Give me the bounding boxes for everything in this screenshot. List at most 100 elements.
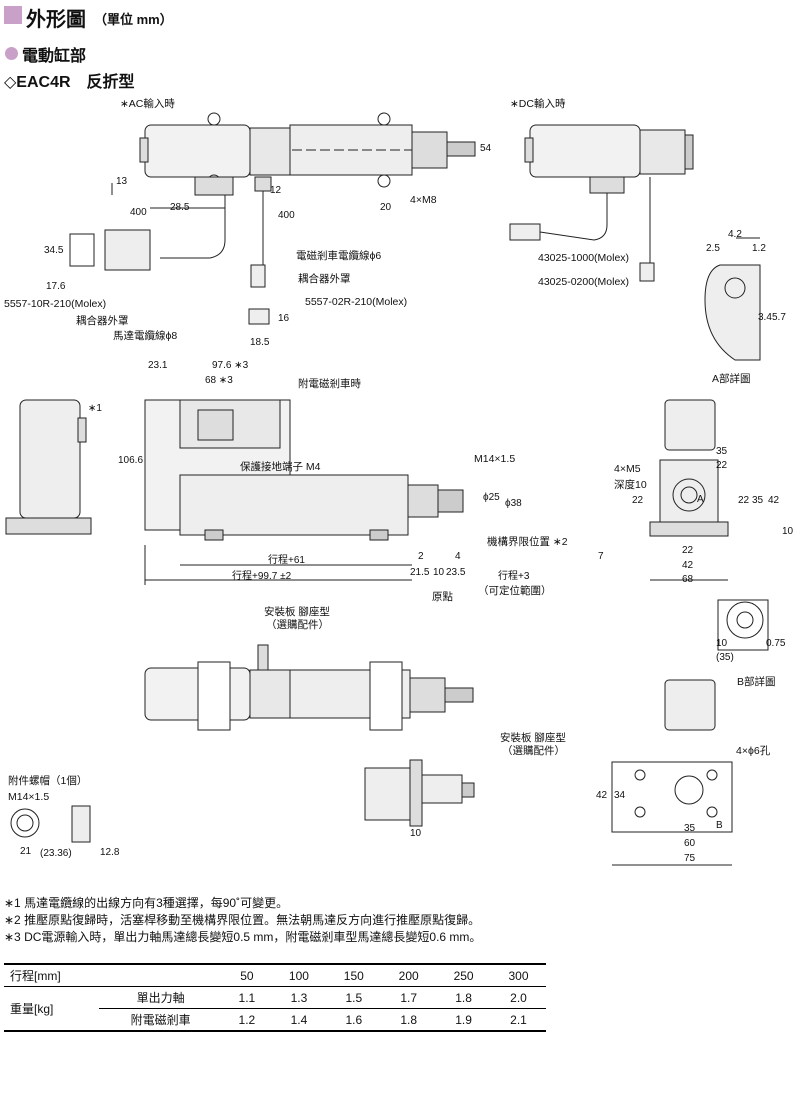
dim-25: ϕ25 — [483, 492, 500, 503]
unit-label: （單位 mm） — [94, 12, 173, 27]
end-view — [649, 399, 729, 581]
table-cell: 1.9 — [436, 1008, 492, 1032]
table-cell: 1.8 — [436, 986, 492, 1009]
dim-21-5: 21.5 — [410, 567, 430, 578]
a-detail-view — [704, 237, 761, 361]
table-cell: 1.3 — [271, 986, 327, 1009]
mark-1: ∗1 — [88, 403, 102, 414]
dim-22d: 22 — [682, 545, 694, 556]
table-row-label: 單出力軸 — [98, 986, 223, 1009]
dim-68s: 68 ∗3 — [205, 375, 233, 386]
table-cell: 1.8 — [381, 1008, 437, 1032]
note-3: ∗3 DC電源輸入時，單出力軸馬達總長變短0.5 mm，附電磁剎車型馬達總長變短… — [4, 930, 482, 944]
table-cell: 2.0 — [491, 986, 546, 1009]
dim-97-6: 97.6 ∗3 — [212, 360, 249, 371]
brake-cable-label: 電磁剎車電纜線ϕ6 — [296, 250, 382, 262]
mount-plate-1b-label: （選購配件） — [266, 619, 329, 631]
dim-10b: 10 — [782, 526, 794, 537]
dim-12: 12 — [270, 185, 282, 196]
mount-plate-front — [611, 679, 733, 866]
dim-35a: 35 — [716, 446, 728, 457]
coupler-cover-label: 耦合器外罩 — [76, 315, 129, 327]
m14-label: M14×1.5 — [474, 453, 516, 465]
dim-10c: 10 — [716, 638, 728, 649]
dim-106-6: 106.6 — [118, 455, 144, 466]
table-header-row: 行程[mm] 50 100 150 200 250 300 — [4, 963, 546, 987]
motor-cable-label: 馬達電纜線ϕ8 — [113, 330, 178, 342]
mark-a: A — [697, 494, 704, 505]
dim-75: 75 — [684, 853, 696, 864]
dim-5-7: 5.7 — [772, 312, 786, 323]
mount-plate-1-label: 安裝板 腳座型 — [264, 606, 330, 618]
mech-limit-label: 機構界限位置 ∗2 — [487, 536, 568, 548]
dim-18-5: 18.5 — [250, 337, 270, 348]
dim-2: 2 — [418, 551, 424, 562]
dim-0-75: 0.75 — [766, 638, 786, 649]
ac-top-view — [69, 112, 476, 325]
dim-10: 10 — [433, 567, 445, 578]
side-view — [5, 399, 464, 585]
dim-4: 4 — [455, 551, 461, 562]
dim-22a: 22 — [716, 460, 728, 471]
dim-10d: 10 — [410, 828, 422, 839]
table-header-cell: 250 — [436, 963, 492, 987]
dim-34: 34 — [614, 790, 626, 801]
dim-17-6: 17.6 — [46, 281, 66, 292]
dim-42c: 42 — [596, 790, 608, 801]
dim-22c: 22 — [738, 495, 750, 506]
depth-label: 深度10 — [614, 479, 647, 491]
dim-22b: 22 — [632, 495, 644, 506]
section-dot — [5, 47, 18, 60]
dim-12-8: 12.8 — [100, 847, 120, 858]
dim-20: 20 — [380, 202, 392, 213]
table-header-cell: 300 — [491, 963, 546, 987]
dim-stroke-61: 行程+61 — [268, 555, 305, 566]
table-cell: 1.4 — [271, 1008, 327, 1032]
hole-label: 4×ϕ6孔 — [736, 745, 771, 757]
origin-label: 原點 — [432, 591, 453, 603]
dim-54: 54 — [480, 143, 492, 154]
with-brake-label: 附電磁剎車時 — [298, 378, 361, 390]
dim-60: 60 — [684, 838, 696, 849]
table-header-cell: 50 — [222, 963, 272, 987]
molex-0200-label: 43025-0200(Molex) — [538, 276, 630, 288]
table-row: 附電磁剎車 1.2 1.4 1.6 1.8 1.9 2.1 — [4, 1008, 546, 1032]
table-cell: 1.5 — [326, 986, 382, 1009]
dim-28-5: 28.5 — [170, 202, 190, 213]
dim-2-5: 2.5 — [706, 243, 720, 254]
a-detail-label: A部詳圖 — [712, 373, 751, 385]
dim-35b: 35 — [752, 495, 764, 506]
dc-top-view — [509, 124, 694, 282]
mount-plate-2b-label: （選購配件） — [502, 745, 565, 757]
table-cell: 1.2 — [222, 1008, 272, 1032]
b-detail-label: B部詳圖 — [737, 676, 776, 688]
ac-input-label: ∗AC輸入時 — [120, 98, 175, 110]
mount-plate-2-label: 安裝板 腳座型 — [500, 732, 566, 744]
b-detail-view — [717, 599, 769, 651]
dim-stroke-99-7: 行程+99.7 ±2 — [232, 571, 292, 582]
title-marker — [4, 6, 22, 24]
ground-terminal-label: 保護接地端子 M4 — [240, 461, 321, 473]
dim-7: 7 — [598, 551, 604, 562]
section-title: 電動缸部 — [22, 48, 87, 65]
tap-label: 4×M5 — [614, 463, 641, 475]
dim-3-4: 3.4 — [758, 312, 772, 323]
dim-4-2: 4.2 — [728, 229, 742, 240]
connector-02r-label: 5557-02R-210(Molex) — [305, 296, 408, 308]
table-cell: 1.7 — [381, 986, 437, 1009]
mark-b: B — [716, 820, 723, 831]
table-header-cell: 100 — [271, 963, 327, 987]
table-header-cell: 200 — [381, 963, 437, 987]
dim-13: 13 — [116, 176, 128, 187]
table-group-cell: 重量[kg] — [4, 986, 99, 1032]
dim-68: 68 — [682, 574, 694, 585]
dim-16: 16 — [278, 313, 290, 324]
molex-1000-label: 43025-1000(Molex) — [538, 252, 630, 264]
table-header-cell: 150 — [326, 963, 382, 987]
connector-10r-label: 5557-10R-210(Molex) — [4, 298, 107, 310]
dim-34-5: 34.5 — [44, 245, 64, 256]
model-title: ◇EAC4R 反折型 — [4, 74, 135, 91]
note-2: ∗2 推壓原點復歸時，活塞桿移動至機構界限位置。無法朝馬達反方向進行推壓原點復歸… — [4, 913, 481, 927]
weight-table: 行程[mm] 50 100 150 200 250 300 重量[kg] 單出力… — [4, 963, 546, 1032]
